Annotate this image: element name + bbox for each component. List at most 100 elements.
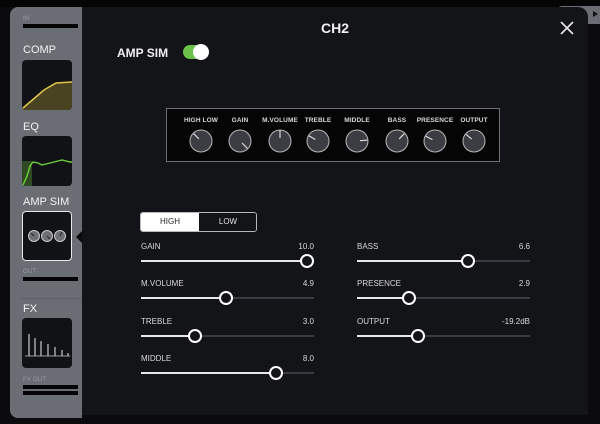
out-meter-label: OUT <box>23 269 37 275</box>
eq-curve-icon <box>22 159 72 186</box>
slider-thumb[interactable] <box>187 329 202 343</box>
mode-high-button[interactable]: HIGH <box>141 213 199 231</box>
slider-presence: PRESENCE 2.9 <box>357 279 530 307</box>
slider-thumb[interactable] <box>410 329 425 343</box>
slider-value: 2.9 <box>518 279 530 288</box>
slider-thumb[interactable] <box>268 366 283 380</box>
high-low-selector: HIGH LOW <box>140 212 257 232</box>
slider-label: TREBLE <box>141 317 173 326</box>
rotary-knob-icon <box>462 129 486 153</box>
slider-treble: TREBLE 3.0 <box>141 317 314 345</box>
sidebar-item-ampsim-label: AMP SIM <box>23 196 70 208</box>
slider-fill <box>141 260 308 262</box>
knob-label: OUTPUT <box>460 117 488 124</box>
amp-sim-panel: CH2 AMP SIM HIGH LOW GAIN M.VOLUME TREBLE MI… <box>82 7 588 415</box>
sidebar-item-comp[interactable] <box>22 60 72 110</box>
slider-label: OUTPUT <box>357 317 390 326</box>
knob-gain[interactable]: GAIN <box>220 109 260 163</box>
slider-track[interactable] <box>141 329 314 343</box>
effects-sidebar: IN COMP EQ AMP SIM OUT FX <box>10 7 82 418</box>
slider-track[interactable] <box>141 291 314 305</box>
amp-knobs-icon <box>28 230 66 242</box>
knob-label: TREBLE <box>304 117 332 124</box>
slider-track[interactable] <box>357 329 530 343</box>
out-level-meter <box>23 277 80 281</box>
knob-high-low[interactable]: HIGH LOW <box>181 109 221 163</box>
slider-fill <box>357 335 418 337</box>
slider-value: 10.0 <box>298 242 314 251</box>
sidebar-item-comp-label: COMP <box>23 44 56 56</box>
slider-value: 3.0 <box>302 317 314 326</box>
slider-output: OUTPUT -19.2dB <box>357 317 530 345</box>
slider-label: GAIN <box>141 242 161 251</box>
top-strip <box>0 0 600 7</box>
sidebar-item-eq-label: EQ <box>23 121 39 133</box>
slider-m-volume: M.VOLUME 4.9 <box>141 279 314 307</box>
knob-middle[interactable]: MIDDLE <box>337 109 377 163</box>
slider-value: -19.2dB <box>501 317 530 326</box>
sidebar-item-fx-label: FX <box>23 303 38 315</box>
slider-track[interactable] <box>357 291 530 305</box>
slider-thumb[interactable] <box>460 254 475 268</box>
slider-value: 4.9 <box>302 279 314 288</box>
channel-title: CH2 <box>320 20 349 36</box>
slider-gain: GAIN 10.0 <box>141 242 315 270</box>
slider-label: M.VOLUME <box>141 279 184 288</box>
rotary-knob-icon <box>423 129 447 153</box>
knob-label: MIDDLE <box>344 117 370 124</box>
knob-m-volume[interactable]: M.VOLUME <box>260 109 300 163</box>
rotary-knob-icon <box>228 129 252 153</box>
slider-thumb[interactable] <box>300 254 315 268</box>
amp-sim-toggle[interactable] <box>183 44 209 60</box>
slider-thumb[interactable] <box>401 291 416 305</box>
mode-low-button[interactable]: LOW <box>199 213 256 231</box>
slider-fill <box>141 372 276 374</box>
knob-label: PRESENCE <box>416 117 454 124</box>
slider-track[interactable] <box>141 366 314 380</box>
rotary-knob-icon <box>268 129 292 153</box>
sidebar-item-ampsim[interactable] <box>22 211 72 261</box>
in-meter-label: IN <box>23 16 30 22</box>
sidebar-divider <box>20 298 82 299</box>
sidebar-item-eq[interactable] <box>22 136 72 186</box>
compressor-curve-icon <box>22 81 72 110</box>
slider-bass: BASS 6.6 <box>357 242 530 270</box>
amp-sim-label: AMP SIM <box>117 46 169 60</box>
rotary-knob-icon <box>189 129 213 153</box>
knob-label: GAIN <box>231 117 249 124</box>
fx-out-meter-r <box>23 391 80 395</box>
rotary-knob-icon <box>306 129 330 153</box>
knob-label: M.VOLUME <box>262 117 298 124</box>
close-button[interactable] <box>559 20 575 36</box>
slider-thumb[interactable] <box>218 291 233 305</box>
knob-bass[interactable]: BASS <box>377 109 417 163</box>
slider-fill <box>141 335 195 337</box>
knob-presence[interactable]: PRESENCE <box>415 109 455 163</box>
slider-fill <box>141 297 226 299</box>
rotary-knob-icon <box>385 129 409 153</box>
slider-label: PRESENCE <box>357 279 402 288</box>
knob-label: BASS <box>387 117 407 124</box>
rotary-knob-icon <box>345 129 369 153</box>
slider-label: BASS <box>357 242 379 251</box>
knob-label: HIGH LOW <box>183 117 219 124</box>
active-item-pointer <box>76 231 82 243</box>
slider-track[interactable] <box>357 254 530 268</box>
slider-track[interactable] <box>141 254 315 268</box>
slider-value: 8.0 <box>302 354 314 363</box>
knob-treble[interactable]: TREBLE <box>298 109 338 163</box>
slider-value: 6.6 <box>518 242 530 251</box>
sidebar-item-fx[interactable] <box>22 318 72 368</box>
amp-knob-panel: HIGH LOW GAIN M.VOLUME TREBLE MIDDLE BASS PRES… <box>166 108 500 162</box>
slider-fill <box>357 297 409 299</box>
fx-out-meter-label: FX OUT <box>23 377 47 383</box>
toggle-knob <box>193 44 209 60</box>
fx-bars-icon <box>25 334 70 357</box>
in-level-meter <box>23 24 80 28</box>
close-icon <box>560 21 574 35</box>
expand-arrow-icon <box>593 11 598 17</box>
slider-fill <box>357 260 468 262</box>
knob-output[interactable]: OUTPUT <box>454 109 494 163</box>
fx-out-meter-l <box>23 385 80 389</box>
